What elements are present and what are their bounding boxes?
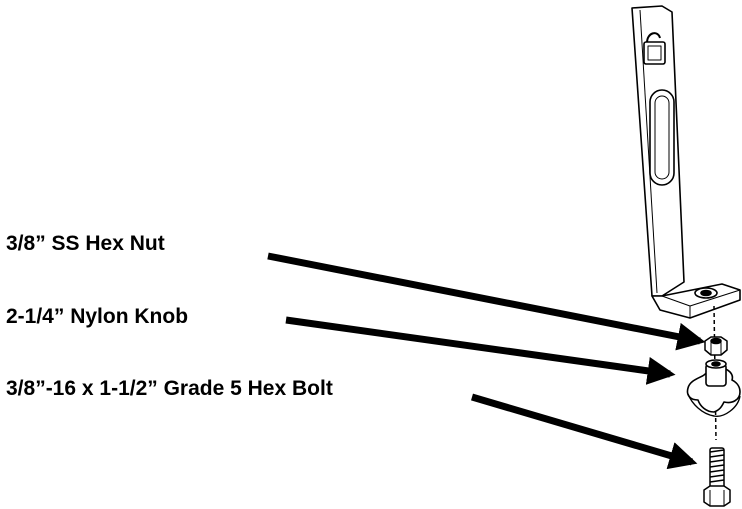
bracket-foot — [651, 283, 741, 319]
nylon-knob-part — [686, 359, 741, 417]
hex-nut-part — [704, 336, 728, 356]
callout-label-hex-bolt: 3/8”-16 x 1-1/2” Grade 5 Hex Bolt — [6, 377, 333, 400]
leader-arrow-nylon-knob — [285, 316, 676, 385]
callout-label-nylon-knob: 2-1/4” Nylon Knob — [6, 305, 189, 328]
callout-label-hex-nut: 3/8” SS Hex Nut — [6, 232, 165, 255]
leader-arrow-hex-bolt — [471, 393, 698, 470]
assembly-axis — [713, 305, 717, 441]
leader-arrow-hex-nut — [267, 252, 706, 351]
bracket-upright — [631, 5, 685, 297]
hex-bolt-part — [703, 447, 731, 507]
unlock-icon — [643, 32, 666, 65]
